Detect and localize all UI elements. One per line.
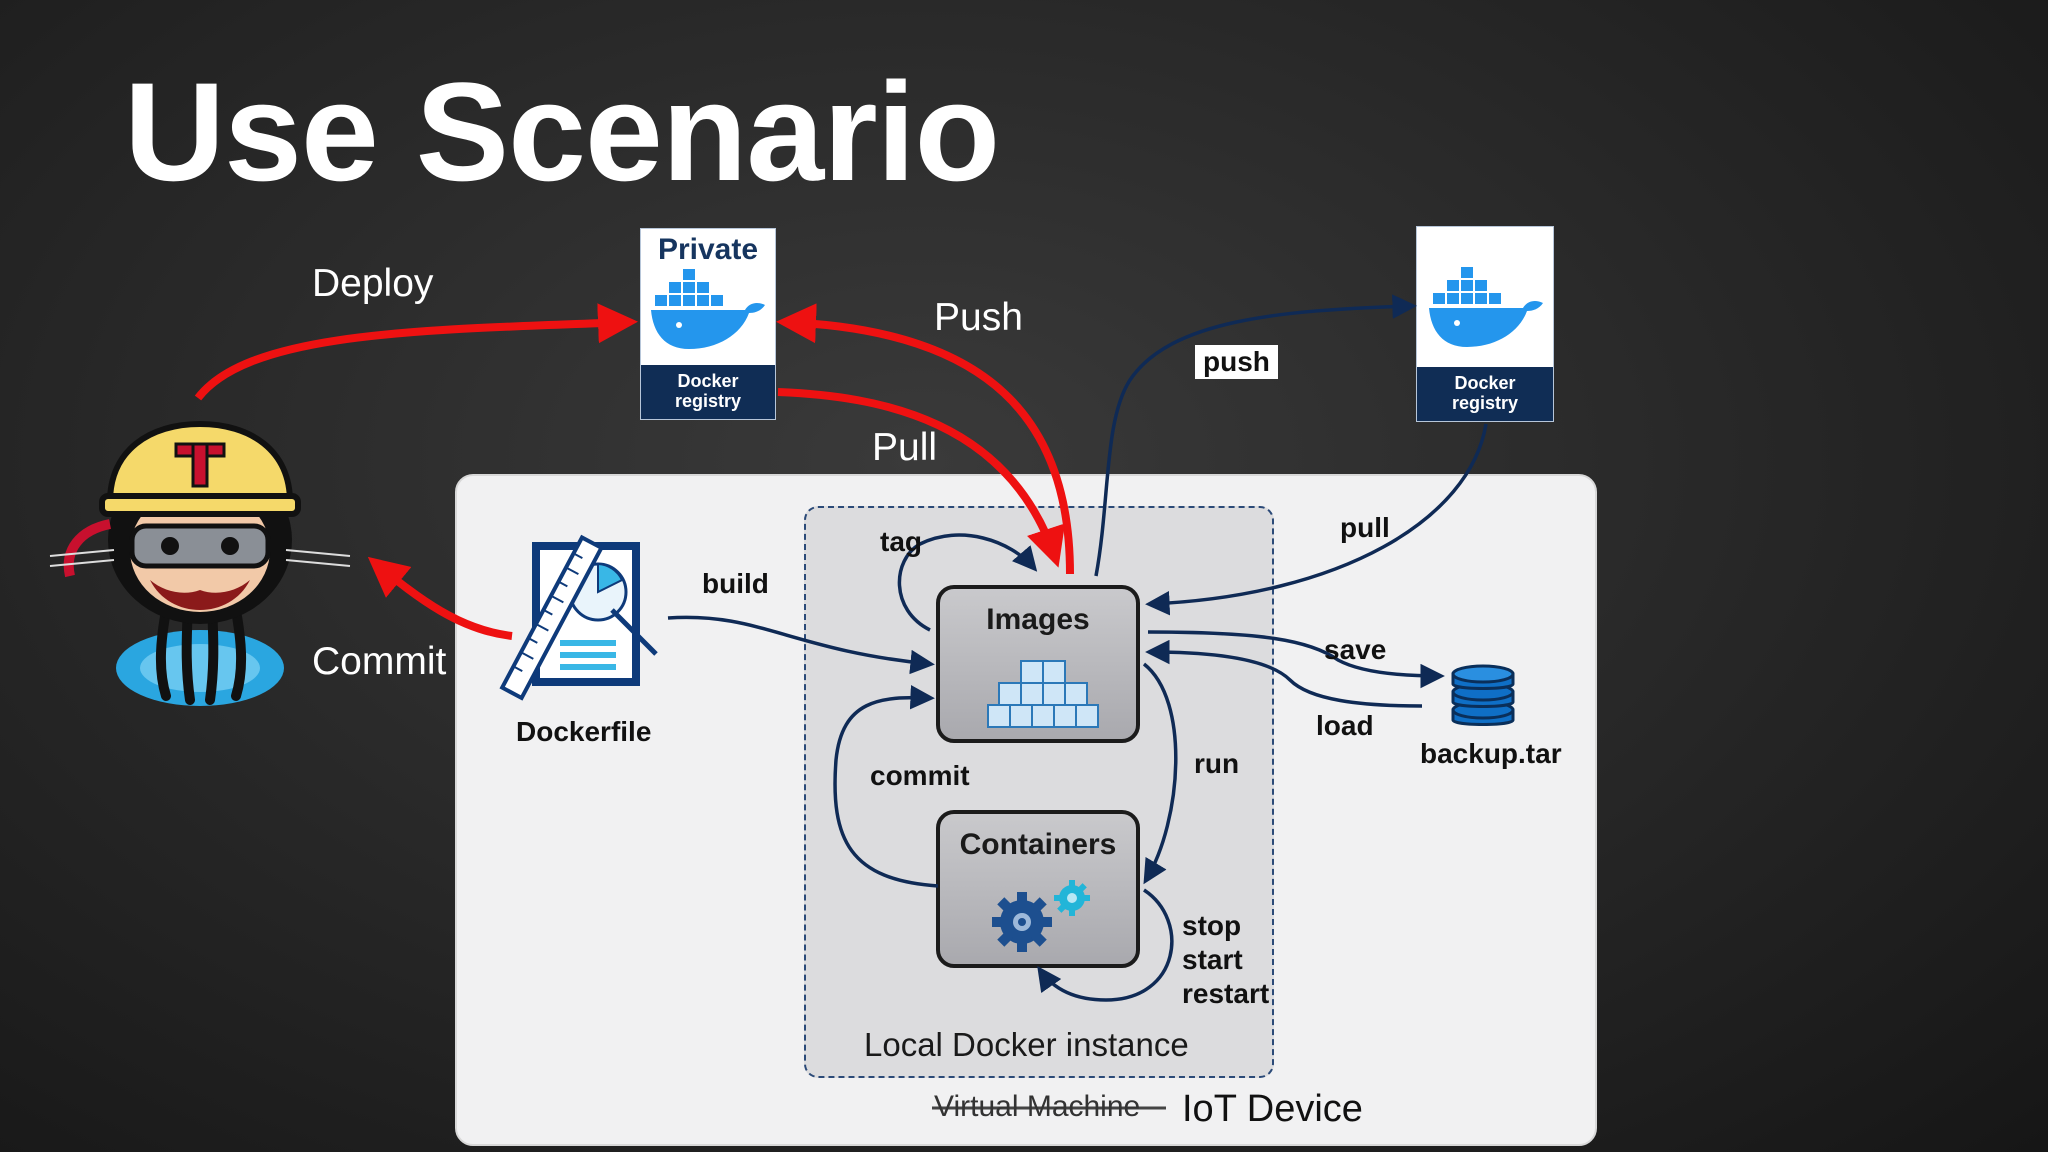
commit-red-arrow — [367, 556, 513, 640]
load-label: load — [1316, 710, 1374, 741]
private-docker-registry: Private Docker registry — [640, 228, 776, 420]
commit-label: commit — [870, 760, 970, 791]
public-docker-registry: Docker registry — [1416, 226, 1554, 422]
registry-footer-line2: registry — [1451, 393, 1519, 413]
run-label: run — [1194, 748, 1240, 779]
save-arrow — [1147, 630, 1445, 689]
registry-footer-line2: registry — [674, 391, 742, 411]
containers-label: Containers — [959, 828, 1117, 861]
public-registry-footer: Docker registry — [1417, 367, 1553, 421]
stop-label: stop — [1182, 910, 1242, 941]
local-docker-instance-label: Local Docker instance — [864, 1026, 1189, 1063]
push-label: push — [1195, 345, 1278, 379]
images-node: Images — [936, 585, 1140, 743]
deploy-label: Deploy — [312, 262, 434, 305]
start-label: start — [1182, 944, 1243, 975]
docker-whale-icon — [651, 269, 765, 349]
commit-arrow — [833, 684, 939, 888]
push-arrow — [1094, 294, 1417, 577]
database-icon — [1451, 664, 1515, 726]
save-label: save — [1324, 634, 1387, 665]
gears-icon — [992, 880, 1090, 952]
pull-red-label: Pull — [872, 426, 938, 469]
registry-footer-line1: Docker — [677, 371, 739, 391]
registry-footer-line1: Docker — [1454, 373, 1516, 393]
push-red-label: Push — [934, 296, 1023, 339]
build-label: build — [702, 568, 769, 599]
tag-label: tag — [880, 526, 922, 557]
jenkins-mascot-icon — [49, 420, 351, 706]
deploy-arrow — [194, 303, 638, 401]
restart-label: restart — [1182, 978, 1270, 1009]
restart-arrow — [1037, 888, 1174, 1002]
private-registry-footer: Docker registry — [641, 365, 775, 419]
push-red-arrow — [776, 303, 1074, 575]
iot-device-label: IoT Device — [1182, 1088, 1363, 1130]
backup-label: backup.tar — [1420, 738, 1562, 769]
private-registry-heading: Private — [657, 233, 759, 266]
build-arrow — [667, 615, 935, 675]
page-title: Use Scenario — [124, 53, 1000, 210]
pull-arrow — [1145, 423, 1488, 616]
dockerfile-icon — [499, 534, 658, 701]
run-arrow — [1142, 662, 1178, 885]
load-arrow — [1145, 639, 1423, 708]
docker-whale-icon — [1429, 267, 1543, 347]
commit-red-label: Commit — [312, 640, 447, 683]
pull-red-arrow — [777, 388, 1065, 568]
image-cubes-icon — [987, 660, 1099, 728]
tag-arrow — [897, 533, 1038, 632]
dockerfile-label: Dockerfile — [516, 716, 652, 747]
containers-node: Containers — [936, 810, 1140, 968]
pull-label: pull — [1340, 512, 1390, 543]
images-label: Images — [986, 603, 1090, 636]
virtual-machine-struck-label: Virtual Machine — [934, 1090, 1141, 1123]
